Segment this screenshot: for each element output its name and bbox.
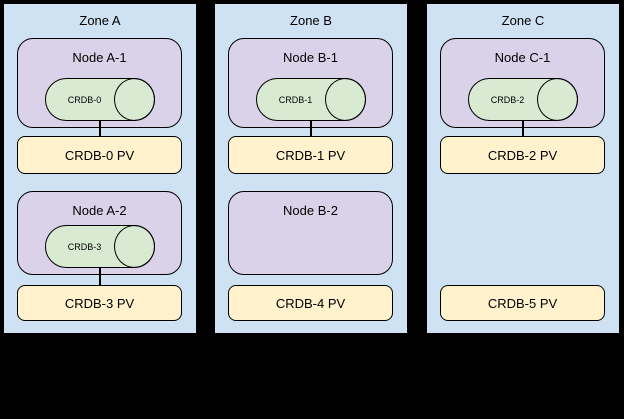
- pv-label: CRDB-3 PV: [64, 295, 135, 311]
- cylinder-label: CRDB-1: [278, 94, 313, 105]
- cylinder-label: CRDB-3: [67, 241, 102, 252]
- connector-line: [522, 120, 524, 137]
- cylinder-cap-icon: [536, 78, 578, 121]
- pv-crdb-4: CRDB-4 PV: [228, 285, 393, 321]
- pv-crdb-3: CRDB-3 PV: [17, 285, 182, 321]
- pv-label: CRDB-2 PV: [487, 147, 558, 163]
- crdb-0-cylinder: CRDB-0: [44, 78, 155, 121]
- node-title: Node B-1: [283, 50, 338, 65]
- pv-crdb-2: CRDB-2 PV: [440, 136, 605, 174]
- pv-label: CRDB-4 PV: [275, 295, 346, 311]
- zone-b: Zone B Node B-1 CRDB-1 CRDB-1 PV Node B-…: [214, 3, 408, 334]
- pv-crdb-1: CRDB-1 PV: [228, 136, 393, 174]
- pv-label: CRDB-1 PV: [275, 147, 346, 163]
- connector-line: [99, 120, 101, 137]
- zone-title: Zone B: [290, 13, 332, 28]
- cylinder-cap-icon: [113, 225, 155, 268]
- node-a-1: Node A-1 CRDB-0: [17, 38, 182, 128]
- zone-c: Zone C Node C-1 CRDB-2 CRDB-2 PV CRDB-5 …: [426, 3, 620, 334]
- cylinder-cap-icon: [113, 78, 155, 121]
- cylinder-label: CRDB-2: [490, 94, 525, 105]
- node-title: Node A-1: [72, 50, 127, 65]
- pv-crdb-0: CRDB-0 PV: [17, 136, 182, 174]
- crdb-1-cylinder: CRDB-1: [255, 78, 366, 121]
- node-a-2: Node A-2 CRDB-3: [17, 191, 182, 275]
- crdb-2-cylinder: CRDB-2: [467, 78, 578, 121]
- zone-title: Zone C: [501, 13, 545, 28]
- pv-crdb-5: CRDB-5 PV: [440, 285, 605, 321]
- node-title: Node C-1: [494, 50, 551, 65]
- cylinder-cap-icon: [324, 78, 366, 121]
- connector-line: [99, 267, 101, 286]
- cylinder-label: CRDB-0: [67, 94, 102, 105]
- pv-label: CRDB-0 PV: [64, 147, 135, 163]
- crdb-3-cylinder: CRDB-3: [44, 225, 155, 268]
- node-title: Node B-2: [283, 203, 338, 218]
- node-b-1: Node B-1 CRDB-1: [228, 38, 393, 128]
- connector-line: [310, 120, 312, 137]
- zone-a: Zone A Node A-1 CRDB-0 CRDB-0 PV Node A-…: [3, 3, 197, 334]
- pv-label: CRDB-5 PV: [487, 295, 558, 311]
- node-b-2: Node B-2: [228, 191, 393, 275]
- node-title: Node A-2: [72, 203, 127, 218]
- node-c-1: Node C-1 CRDB-2: [440, 38, 605, 128]
- zone-title: Zone A: [79, 13, 121, 28]
